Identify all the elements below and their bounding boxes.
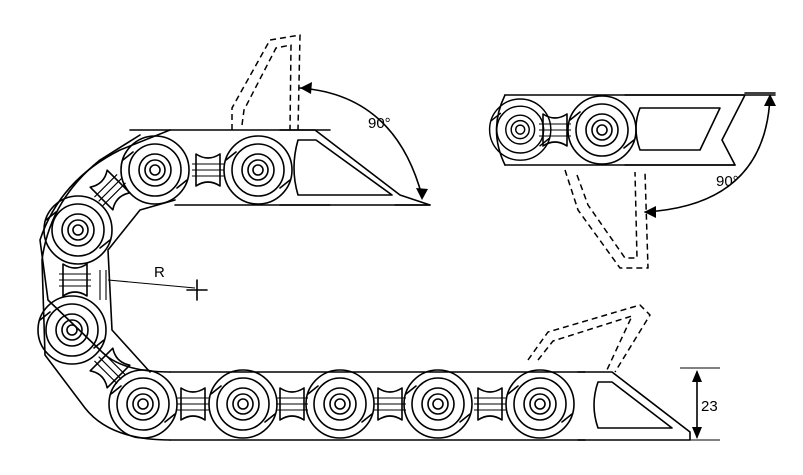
chain-link — [305, 369, 375, 439]
top-run — [120, 34, 431, 206]
bracket-rotated-outline — [537, 315, 633, 373]
end-bracket-slot — [593, 381, 673, 429]
crossbar — [538, 113, 572, 147]
arrowhead-icon — [644, 206, 656, 218]
bend-outline — [41, 134, 171, 441]
chain-link — [567, 95, 637, 165]
bracket-rotated-outline — [527, 304, 651, 373]
chain-link — [208, 369, 278, 439]
bracket-rotated-outline — [576, 171, 638, 259]
height-label: 23 — [701, 398, 718, 415]
radius-line — [107, 279, 196, 289]
chain-link — [120, 135, 190, 205]
radius-indicator — [107, 279, 208, 301]
bend-inner-outline — [107, 199, 176, 373]
arrowhead-icon — [692, 427, 702, 439]
bracket-rotated-outline — [564, 169, 649, 269]
crossbar — [191, 153, 225, 187]
chain-link — [223, 135, 293, 205]
arrowhead-icon — [300, 82, 312, 94]
arrowhead-icon — [416, 188, 428, 200]
detail-view — [488, 92, 776, 269]
crossbar — [473, 387, 507, 421]
chain-link — [505, 369, 575, 439]
chain-link — [108, 369, 178, 439]
chain-link — [37, 295, 107, 365]
angle-arc — [299, 87, 423, 197]
crossbar — [275, 387, 309, 421]
height-dimension — [680, 367, 720, 441]
chain-link — [43, 195, 113, 265]
angle-label-detail: 90° — [716, 173, 739, 190]
crosshair-icon — [186, 279, 208, 301]
crossbar — [373, 387, 407, 421]
chain-link — [403, 369, 473, 439]
crossbar — [58, 263, 92, 297]
end-bracket — [577, 371, 691, 441]
bottom-run-outline — [169, 371, 586, 441]
end-bracket-slot — [293, 139, 393, 196]
radius-label: R — [154, 264, 165, 281]
arrowhead-icon — [692, 370, 702, 382]
detail-bracket — [624, 94, 746, 166]
angle-label-main: 90° — [368, 115, 391, 132]
crossbar — [176, 387, 210, 421]
bottom-run — [108, 304, 691, 441]
bend-section — [37, 129, 176, 441]
bracket-rotated-outline — [241, 44, 292, 131]
arrowhead-icon — [764, 94, 776, 106]
end-bracket — [279, 129, 431, 206]
crossbar — [86, 166, 134, 214]
bracket-rotated-outline — [231, 34, 301, 131]
angle-arc — [644, 96, 771, 213]
detail-bracket-slot — [635, 107, 721, 151]
